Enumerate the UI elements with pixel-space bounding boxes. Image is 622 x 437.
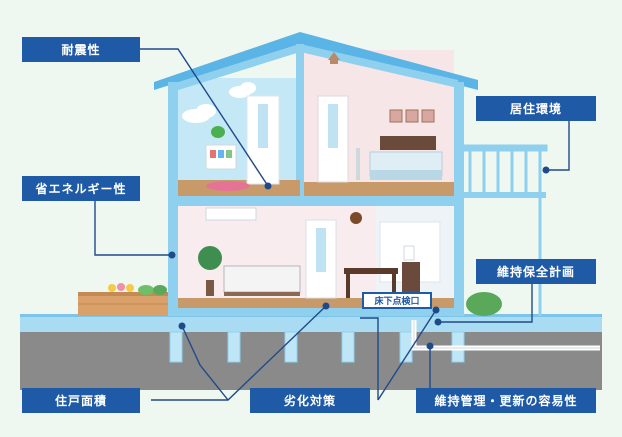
label-energy-efficiency: 省エネルギー性 [22,176,140,201]
leader-lines [94,48,570,401]
ground [20,314,602,390]
clouds [182,82,256,123]
underfloor-inspection-port-label: 床下点検口 [362,292,432,309]
living-room [198,207,362,299]
label-maintenance-ease: 維持管理・更新の容易性 [416,388,596,413]
dining-kitchen [344,245,420,298]
leader-dots [168,166,550,350]
bedroom [317,95,443,183]
label-floor-area: 住戸面積 [22,388,140,413]
label-seismic: 耐震性 [22,37,140,62]
label-maintenance-plan: 維持保全計画 [476,259,596,284]
terrace-deck [78,283,170,316]
foundation-piers [169,331,465,363]
balcony-floor [456,192,546,198]
label-living-environment: 居住環境 [476,96,596,121]
balcony [454,144,548,316]
shrub [466,292,502,316]
label-deterioration-countermeasures: 劣化対策 [250,388,370,413]
upper-left-room [205,95,280,191]
